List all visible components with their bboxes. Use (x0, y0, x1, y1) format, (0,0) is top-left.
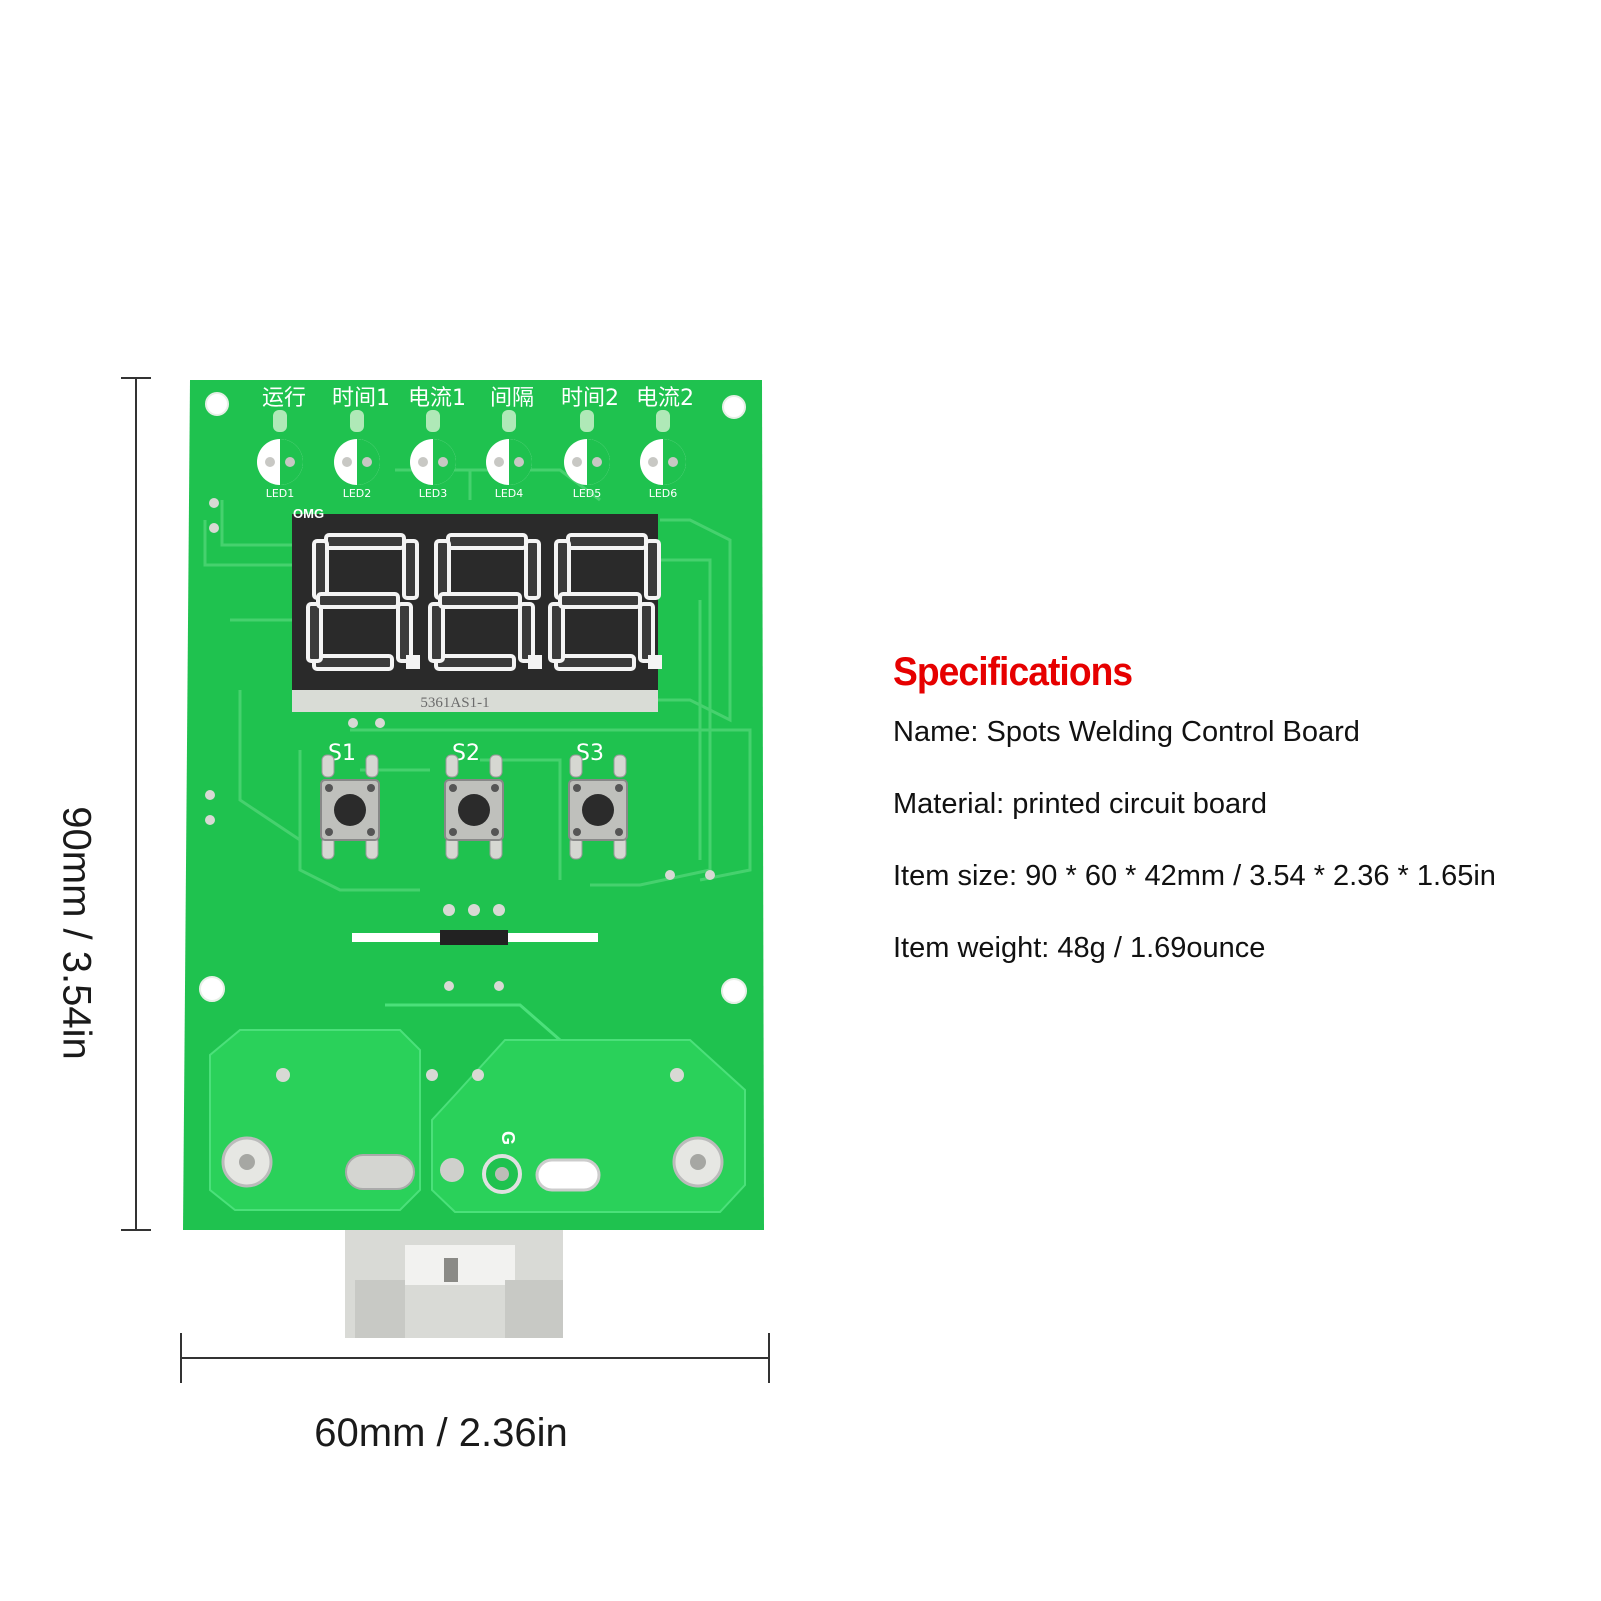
spec-material-label: Material: (893, 788, 1013, 820)
diode (440, 930, 508, 945)
height-dimension-label: 90mm / 3.54in (54, 806, 99, 1060)
board-label-1: 运行 (262, 386, 306, 411)
led-2: LED2 (334, 410, 380, 500)
spec-item-size-value: 90 * 60 * 42mm / 3.54 * 2.36 * 1.65in (1025, 860, 1496, 892)
specifications-panel: Specifications Name: Spots Welding Contr… (893, 650, 1496, 1003)
seven-segment-display (292, 514, 662, 712)
ground-label: G (498, 1131, 518, 1145)
spec-name-value: Spots Welding Control Board (986, 716, 1360, 748)
mounting-holes (199, 392, 747, 1004)
led-4: LED4 (486, 410, 532, 500)
spec-name-label: Name: (893, 716, 987, 748)
spec-material-value: printed circuit board (1012, 788, 1267, 820)
led-5: LED5 (564, 410, 610, 500)
spec-item-weight: Item weight: 48g / 1.69ounce (893, 931, 1496, 965)
board-label-3: 电流1 (408, 386, 466, 411)
led-label-3: LED3 (419, 487, 448, 500)
display-digit-2 (428, 533, 542, 671)
board-label-5: 时间2 (561, 386, 619, 411)
led-6: LED6 (640, 410, 686, 500)
spec-item-size-label: Item size: (893, 860, 1026, 892)
spec-material: Material: printed circuit board (893, 787, 1496, 821)
board-label-4: 间隔 (490, 386, 534, 411)
power-trace (385, 1003, 561, 1042)
led-label-5: LED5 (573, 487, 602, 500)
led-3: LED3 (410, 410, 456, 500)
spec-item-size: Item size: 90 * 60 * 42mm / 3.54 * 2.36 … (893, 859, 1496, 893)
metal-terminal (345, 1228, 563, 1338)
tactile-button-s1[interactable]: S1 (320, 741, 380, 860)
board-label-2: 时间1 (332, 386, 390, 411)
display-part-number: 5361AS1-1 (420, 695, 489, 711)
width-dimension-line (180, 1333, 770, 1383)
led-label-1: LED1 (266, 487, 295, 500)
silk-omg: OMG (293, 506, 324, 521)
spec-name: Name: Spots Welding Control Board (893, 715, 1496, 749)
spec-item-weight-label: Item weight: (893, 932, 1058, 964)
led-1: LED1 (257, 410, 303, 500)
vias (205, 498, 715, 1082)
tactile-button-s3[interactable]: S3 (568, 741, 628, 860)
led-label-2: LED2 (343, 487, 372, 500)
led-label-4: LED4 (495, 487, 524, 500)
display-digit-1 (306, 533, 420, 671)
height-dimension-line (121, 377, 151, 1231)
screw-terminals (221, 1136, 724, 1194)
specifications-title: Specifications (893, 650, 1133, 694)
display-digit-3 (548, 533, 662, 671)
tactile-button-s2[interactable]: S2 (444, 741, 504, 860)
led-label-6: LED6 (649, 487, 678, 500)
spec-item-weight-value: 48g / 1.69ounce (1057, 932, 1266, 964)
board-label-6: 电流2 (636, 386, 694, 411)
width-dimension-label: 60mm / 2.36in (314, 1411, 568, 1455)
led-row: LED1 LED2 LED3 LED4 LED5 LED6 (257, 410, 686, 500)
